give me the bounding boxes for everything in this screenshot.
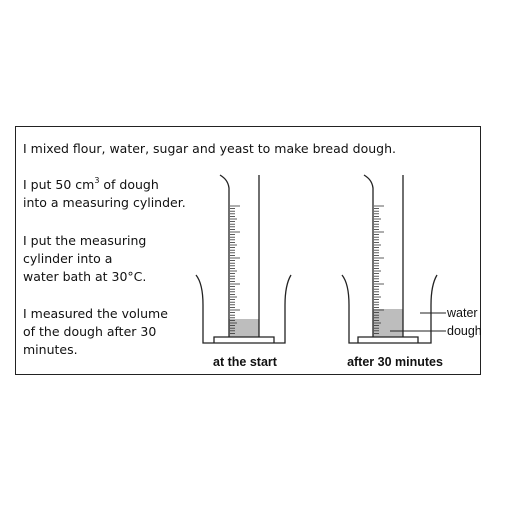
cylinder-start <box>219 174 260 337</box>
step-water-bath-line1: I put the measuring <box>23 233 147 248</box>
label-dough: dough <box>447 324 482 338</box>
step-put-dough: I put 50 cm3 of dough into a measuring cy… <box>23 176 186 212</box>
step-water-bath-line3: water bath at 30°C. <box>23 269 147 284</box>
water-bath-start <box>195 274 292 344</box>
cylinder-base-start <box>213 336 275 343</box>
step-water-bath-line2: cylinder into a <box>23 251 113 266</box>
apparatus-start: at the start <box>195 174 292 369</box>
step-measured-line2: of the dough after 30 <box>23 324 157 339</box>
water-bath-after <box>341 274 438 344</box>
step-measured-line3: minutes. <box>23 342 78 357</box>
step-measured: I measured the volume of the dough after … <box>23 305 168 359</box>
caption-after: after 30 minutes <box>347 355 443 369</box>
cylinder-after <box>363 174 404 337</box>
cylinder-base-after <box>357 336 419 343</box>
step-put-dough-post: of dough <box>99 177 159 192</box>
step-put-dough-pre: I put 50 cm <box>23 177 95 192</box>
step-measured-line1: I measured the volume <box>23 306 168 321</box>
scale-ticks-start <box>230 205 240 334</box>
intro-text: I mixed flour, water, sugar and yeast to… <box>23 141 396 156</box>
scale-ticks-after <box>374 205 384 334</box>
step-put-dough-unit-sup: 3 <box>94 175 100 185</box>
apparatus-after: water dough after 30 minutes <box>341 174 482 369</box>
label-water: water <box>446 306 478 320</box>
caption-start: at the start <box>213 355 278 369</box>
dough-start <box>229 319 259 337</box>
step-put-dough-line2: into a measuring cylinder. <box>23 195 186 210</box>
step-water-bath: I put the measuring cylinder into a water … <box>23 232 146 286</box>
